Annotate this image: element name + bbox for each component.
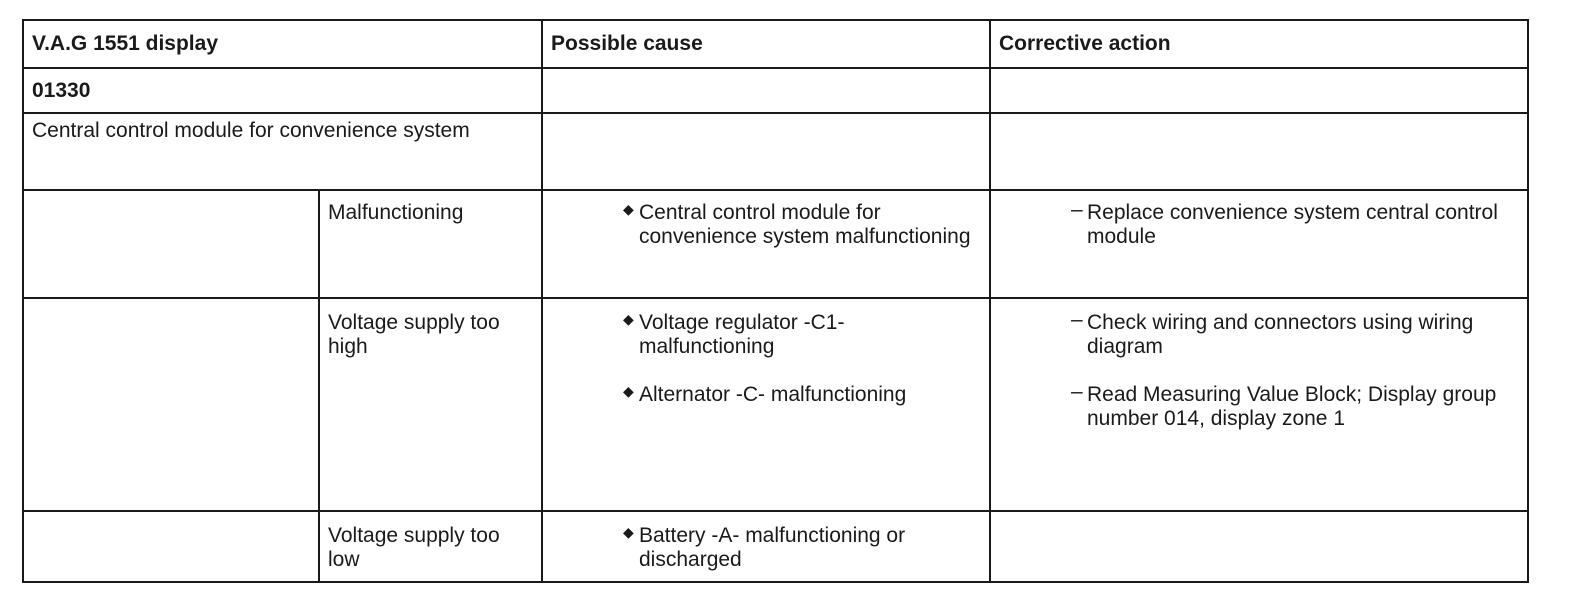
fault-code-row: 01330: [22, 67, 1529, 114]
table-header-row: V.A.G 1551 display Possible cause Correc…: [22, 19, 1529, 69]
symptom-cell: Voltage supply too high: [318, 297, 543, 512]
dash-bullet-icon: –: [1071, 198, 1083, 221]
empty-cell: [22, 297, 320, 512]
fault-code: 01330: [22, 67, 543, 114]
component-row: Central control module for convenience s…: [22, 112, 1529, 191]
empty-cell: [541, 67, 991, 114]
table-row: Malfunctioning ◆Central control module f…: [22, 189, 1529, 299]
empty-cell: [22, 510, 320, 583]
empty-cell: [22, 189, 320, 299]
diamond-bullet-icon: ◆: [623, 383, 634, 399]
symptom-cell: Malfunctioning: [318, 189, 543, 299]
diamond-bullet-icon: ◆: [623, 201, 634, 217]
cause-cell: ◆Voltage regulator -C1- malfunctioning ◆…: [541, 297, 991, 512]
action-item: –Read Measuring Value Block; Display gro…: [1071, 380, 1497, 430]
header-corrective-action: Corrective action: [989, 19, 1529, 69]
action-item: –Replace convenience system central cont…: [1071, 198, 1498, 248]
dash-bullet-icon: –: [1071, 308, 1083, 331]
empty-cell: [989, 67, 1529, 114]
cause-item: ◆Voltage regulator -C1- malfunctioning: [623, 311, 981, 359]
diamond-bullet-icon: ◆: [623, 524, 634, 540]
table-row: Voltage supply too low ◆Battery -A- malf…: [22, 510, 1529, 583]
cause-cell: ◆Central control module for convenience …: [541, 189, 991, 299]
action-cell: [989, 510, 1529, 583]
symptom-cell: Voltage supply too low: [318, 510, 543, 583]
header-display: V.A.G 1551 display: [22, 19, 543, 69]
diamond-bullet-icon: ◆: [623, 311, 634, 327]
table-row: Voltage supply too high ◆Voltage regulat…: [22, 297, 1529, 512]
action-cell: –Replace convenience system central cont…: [989, 189, 1529, 299]
header-possible-cause: Possible cause: [541, 19, 991, 69]
empty-cell: [541, 112, 991, 191]
fault-table: V.A.G 1551 display Possible cause Correc…: [22, 19, 1529, 583]
component-name: Central control module for convenience s…: [22, 112, 543, 191]
action-item: –Check wiring and connectors using wirin…: [1071, 308, 1474, 358]
cause-cell: ◆Battery -A- malfunctioning or discharge…: [541, 510, 991, 583]
action-cell: –Check wiring and connectors using wirin…: [989, 297, 1529, 512]
dash-bullet-icon: –: [1071, 380, 1083, 403]
empty-cell: [989, 112, 1529, 191]
cause-item: ◆Central control module for convenience …: [623, 201, 981, 249]
cause-item: ◆Alternator -C- malfunctioning: [623, 383, 981, 407]
cause-item: ◆Battery -A- malfunctioning or discharge…: [623, 524, 981, 572]
